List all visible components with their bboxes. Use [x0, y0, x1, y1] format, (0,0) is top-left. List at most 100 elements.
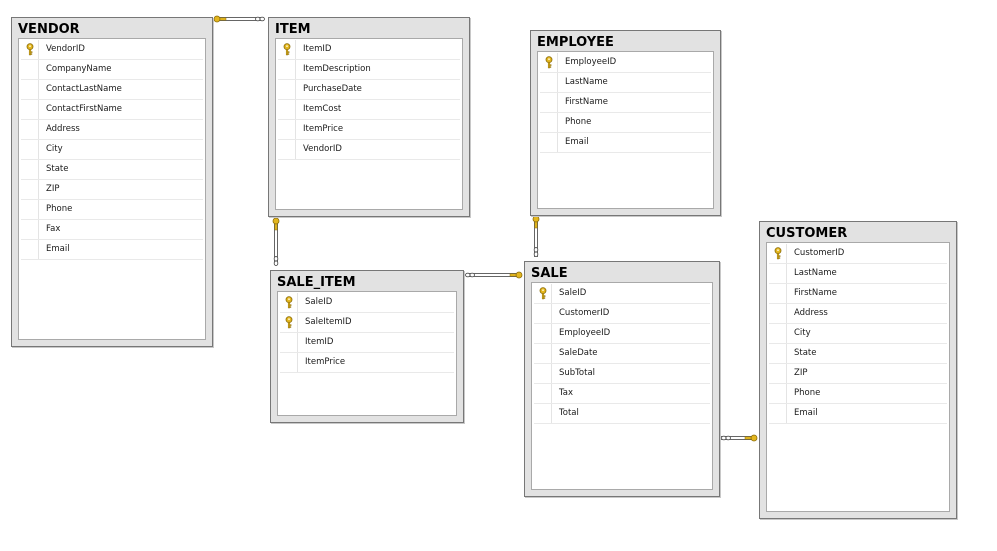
row-selector[interactable]: [540, 133, 558, 152]
column-row[interactable]: Email: [540, 133, 711, 153]
row-selector[interactable]: [21, 180, 39, 199]
column-name: ItemDescription: [303, 64, 371, 74]
column-row[interactable]: State: [21, 160, 203, 180]
column-row[interactable]: ItemID: [280, 333, 454, 353]
row-selector[interactable]: [21, 240, 39, 259]
row-selector[interactable]: [769, 284, 787, 303]
column-row[interactable]: Email: [21, 240, 203, 260]
column-row[interactable]: ItemDescription: [278, 60, 460, 80]
column-name: ContactFirstName: [46, 104, 123, 114]
row-selector[interactable]: [280, 293, 298, 312]
row-selector[interactable]: [769, 364, 787, 383]
row-selector[interactable]: [21, 120, 39, 139]
column-row[interactable]: LastName: [769, 264, 947, 284]
column-row[interactable]: Tax: [534, 384, 710, 404]
table-title: ITEM: [275, 22, 311, 37]
column-row[interactable]: Phone: [769, 384, 947, 404]
column-row[interactable]: SaleDate: [534, 344, 710, 364]
row-selector[interactable]: [21, 220, 39, 239]
column-row[interactable]: ContactFirstName: [21, 100, 203, 120]
row-selector[interactable]: [769, 244, 787, 263]
column-row[interactable]: EmployeeID: [540, 53, 711, 73]
column-row[interactable]: FirstName: [540, 93, 711, 113]
column-row[interactable]: Email: [769, 404, 947, 424]
row-selector[interactable]: [540, 113, 558, 132]
column-row[interactable]: VendorID: [278, 140, 460, 160]
row-selector[interactable]: [534, 404, 552, 423]
column-name: Email: [565, 137, 589, 147]
row-selector[interactable]: [21, 80, 39, 99]
row-selector[interactable]: [21, 140, 39, 159]
relationship-employee-sale[interactable]: [532, 215, 540, 257]
row-selector[interactable]: [278, 120, 296, 139]
row-selector[interactable]: [534, 304, 552, 323]
column-row[interactable]: Fax: [21, 220, 203, 240]
column-row[interactable]: FirstName: [769, 284, 947, 304]
column-row[interactable]: ZIP: [21, 180, 203, 200]
row-selector[interactable]: [769, 404, 787, 423]
column-row[interactable]: City: [21, 140, 203, 160]
row-selector[interactable]: [769, 344, 787, 363]
column-name: Total: [559, 408, 579, 418]
column-row[interactable]: ItemID: [278, 40, 460, 60]
row-selector[interactable]: [540, 53, 558, 72]
row-selector[interactable]: [278, 100, 296, 119]
column-row[interactable]: PurchaseDate: [278, 80, 460, 100]
row-selector[interactable]: [21, 100, 39, 119]
column-row[interactable]: CompanyName: [21, 60, 203, 80]
row-selector[interactable]: [769, 304, 787, 323]
row-selector[interactable]: [534, 384, 552, 403]
column-row[interactable]: SaleID: [534, 284, 710, 304]
row-selector[interactable]: [21, 200, 39, 219]
row-selector[interactable]: [534, 284, 552, 303]
column-row[interactable]: ItemPrice: [278, 120, 460, 140]
column-row[interactable]: Address: [21, 120, 203, 140]
relationship-item-sale-item[interactable]: [272, 217, 280, 266]
row-selector[interactable]: [540, 73, 558, 92]
relationship-sale-sale-item[interactable]: [465, 271, 523, 279]
row-selector[interactable]: [769, 384, 787, 403]
column-row[interactable]: SaleID: [280, 293, 454, 313]
column-row[interactable]: ItemCost: [278, 100, 460, 120]
column-row[interactable]: State: [769, 344, 947, 364]
column-row[interactable]: LastName: [540, 73, 711, 93]
column-row[interactable]: SaleItemID: [280, 313, 454, 333]
row-selector[interactable]: [278, 60, 296, 79]
relationship-vendor-item[interactable]: [213, 15, 265, 23]
row-selector[interactable]: [534, 344, 552, 363]
row-selector[interactable]: [540, 93, 558, 112]
row-selector[interactable]: [280, 333, 298, 352]
row-selector[interactable]: [534, 324, 552, 343]
row-selector[interactable]: [769, 324, 787, 343]
row-selector[interactable]: [278, 140, 296, 159]
column-row[interactable]: VendorID: [21, 40, 203, 60]
column-row[interactable]: ContactLastName: [21, 80, 203, 100]
column-row[interactable]: SubTotal: [534, 364, 710, 384]
row-selector[interactable]: [278, 80, 296, 99]
row-selector[interactable]: [280, 353, 298, 372]
column-row[interactable]: CustomerID: [769, 244, 947, 264]
row-selector[interactable]: [280, 313, 298, 332]
row-selector[interactable]: [21, 60, 39, 79]
row-selector[interactable]: [21, 160, 39, 179]
column-row[interactable]: Phone: [540, 113, 711, 133]
row-selector[interactable]: [21, 40, 39, 59]
column-row[interactable]: CustomerID: [534, 304, 710, 324]
relationship-customer-sale[interactable]: [721, 434, 758, 442]
column-row[interactable]: Phone: [21, 200, 203, 220]
column-row[interactable]: Address: [769, 304, 947, 324]
column-row[interactable]: ItemPrice: [280, 353, 454, 373]
column-row[interactable]: City: [769, 324, 947, 344]
column-row[interactable]: Total: [534, 404, 710, 424]
row-selector[interactable]: [278, 40, 296, 59]
column-row[interactable]: EmployeeID: [534, 324, 710, 344]
column-row[interactable]: ZIP: [769, 364, 947, 384]
row-selector[interactable]: [769, 264, 787, 283]
row-selector[interactable]: [534, 364, 552, 383]
